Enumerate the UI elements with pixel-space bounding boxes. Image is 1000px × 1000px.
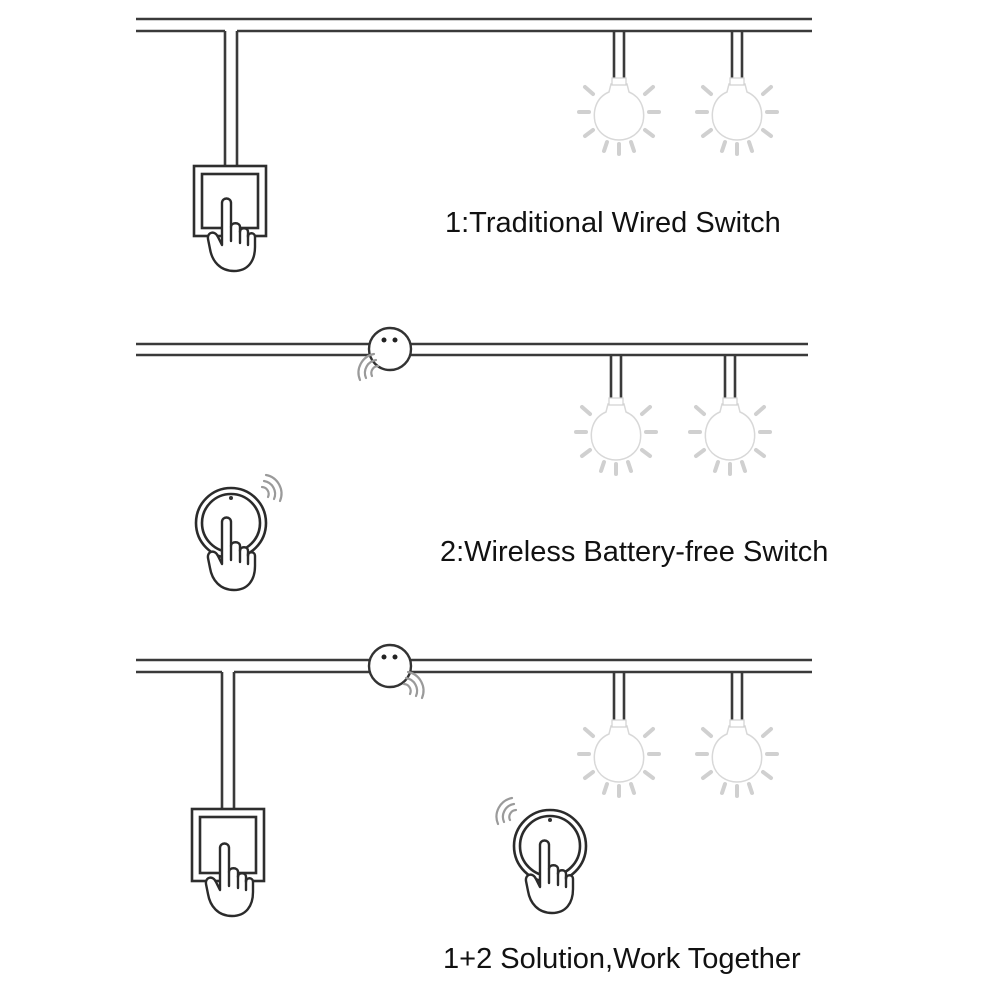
light-bulb-icon xyxy=(695,76,779,156)
light-bulb-icon xyxy=(577,718,661,798)
light-bulb-icon xyxy=(577,76,661,156)
pointing-hand-icon xyxy=(524,839,575,915)
receiver-module-icon xyxy=(367,326,413,372)
pointing-hand-icon xyxy=(206,516,257,592)
power-line xyxy=(136,17,812,33)
signal-waves-icon xyxy=(260,473,283,503)
light-bulb-icon xyxy=(688,396,772,476)
caption-combined: 1+2 Solution,Work Together xyxy=(443,943,801,975)
scene-traditional-wired: 1:Traditional Wired Switch xyxy=(136,17,812,273)
light-bulb-icon xyxy=(574,396,658,476)
scene-combined: 1+2 Solution,Work Together xyxy=(136,643,812,975)
power-line xyxy=(136,658,812,674)
switch-drop-wire xyxy=(220,672,236,809)
receiver-module-icon xyxy=(367,643,413,689)
power-line xyxy=(136,342,808,357)
bulb-drop-wires xyxy=(609,355,737,400)
caption-wireless: 2:Wireless Battery-free Switch xyxy=(440,536,828,568)
caption-traditional: 1:Traditional Wired Switch xyxy=(445,207,781,239)
light-bulb-icon xyxy=(695,718,779,798)
signal-waves-icon xyxy=(495,796,518,826)
bulb-drop-wires xyxy=(612,672,744,722)
switch-drop-wire xyxy=(223,31,239,166)
bulb-drop-wires xyxy=(612,31,744,80)
scene-wireless: 2:Wireless Battery-free Switch xyxy=(136,326,828,592)
